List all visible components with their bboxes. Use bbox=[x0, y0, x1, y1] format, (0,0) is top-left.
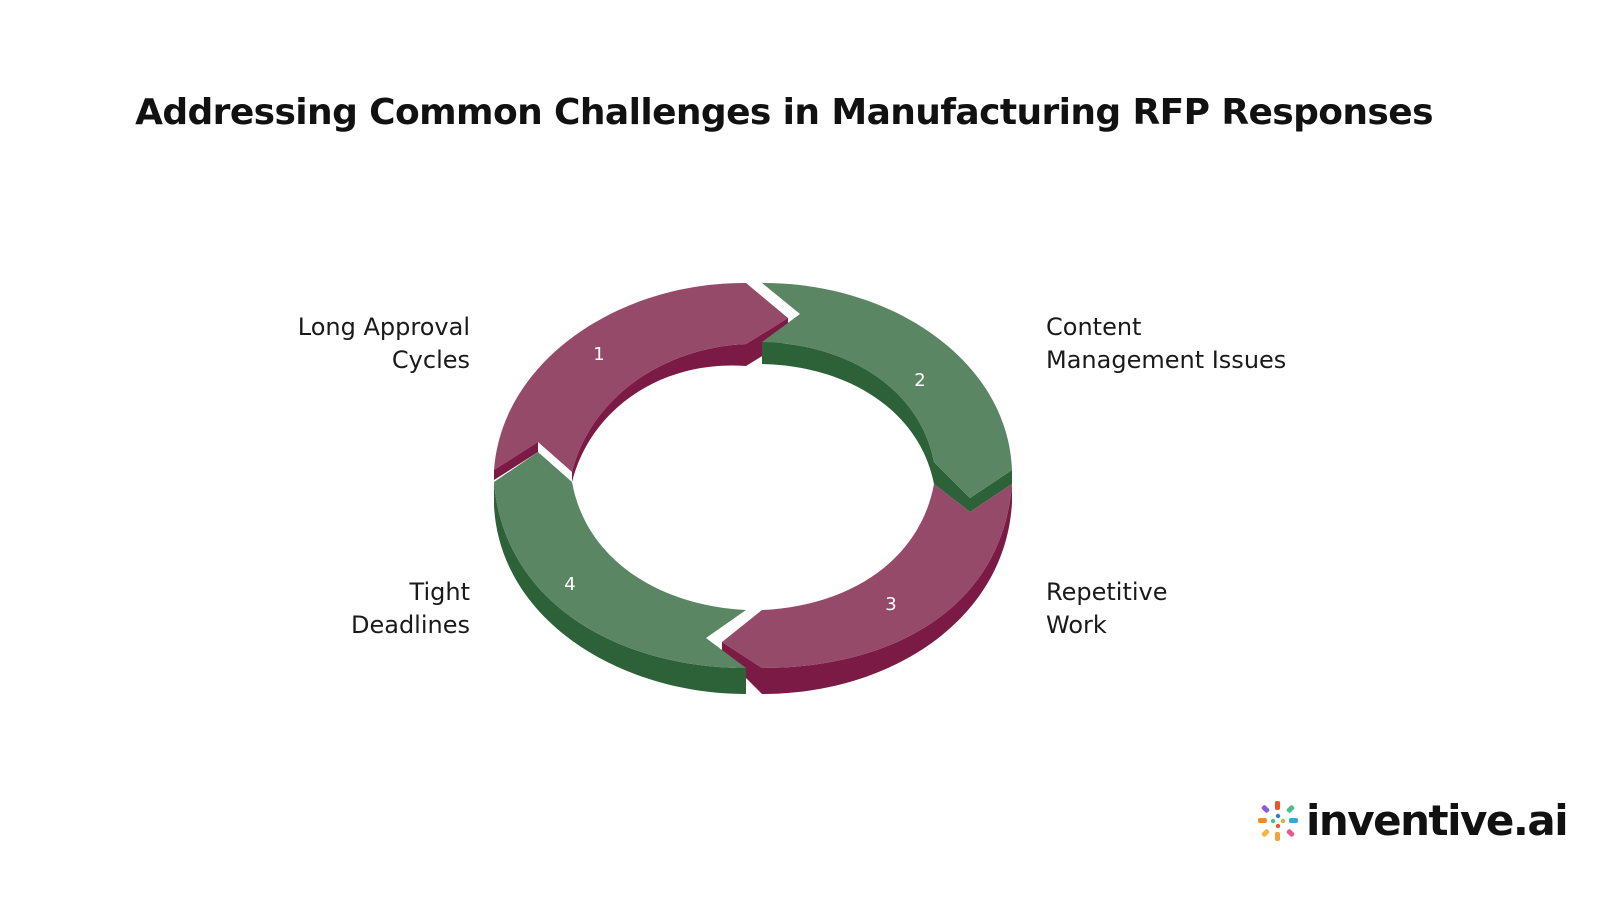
segment-2-top bbox=[762, 282, 1012, 498]
step-label-1-line1: Long Approval bbox=[297, 313, 470, 341]
step-label-2-line2: Management Issues bbox=[1046, 346, 1287, 374]
cycle-segment-2 bbox=[762, 282, 1012, 512]
step-label-1: Long Approval Cycles bbox=[240, 311, 470, 377]
segment-1-side-outer-tip bbox=[494, 442, 538, 480]
step-label-4-line2: Deadlines bbox=[350, 611, 470, 639]
page-title: Addressing Common Challenges in Manufact… bbox=[135, 92, 1433, 133]
sparkle-dots-icon bbox=[1258, 801, 1298, 841]
step-label-3: Repetitive Work bbox=[1046, 576, 1346, 642]
step-number-4: 4 bbox=[564, 574, 575, 595]
segment-3-top bbox=[722, 484, 1012, 668]
step-number-2: 2 bbox=[914, 370, 925, 391]
step-label-4-line1: Tight bbox=[409, 578, 470, 606]
logo-wordmark: inventive.ai bbox=[1306, 796, 1569, 845]
segment-2-side-inner bbox=[762, 342, 934, 484]
step-number-1: 1 bbox=[593, 344, 604, 365]
step-label-2: Content Management Issues bbox=[1046, 311, 1346, 377]
cycle-segment-4 bbox=[494, 452, 746, 694]
step-label-2-line1: Content bbox=[1046, 313, 1142, 341]
step-label-4: Tight Deadlines bbox=[240, 576, 470, 642]
brand-logo: inventive.ai bbox=[1256, 796, 1569, 846]
step-number-3: 3 bbox=[885, 594, 896, 615]
cycle-segment-3 bbox=[722, 484, 1012, 694]
segment-4-side bbox=[494, 482, 746, 694]
step-label-3-line2: Work bbox=[1046, 611, 1107, 639]
segment-4-top bbox=[494, 452, 746, 668]
step-label-1-line2: Cycles bbox=[391, 346, 470, 374]
segment-1-side-inner bbox=[572, 344, 746, 482]
segment-1-top bbox=[494, 282, 788, 472]
segment-2-side-tip bbox=[934, 462, 1012, 512]
step-label-3-line1: Repetitive bbox=[1046, 578, 1168, 606]
segment-3-side bbox=[762, 484, 1012, 694]
